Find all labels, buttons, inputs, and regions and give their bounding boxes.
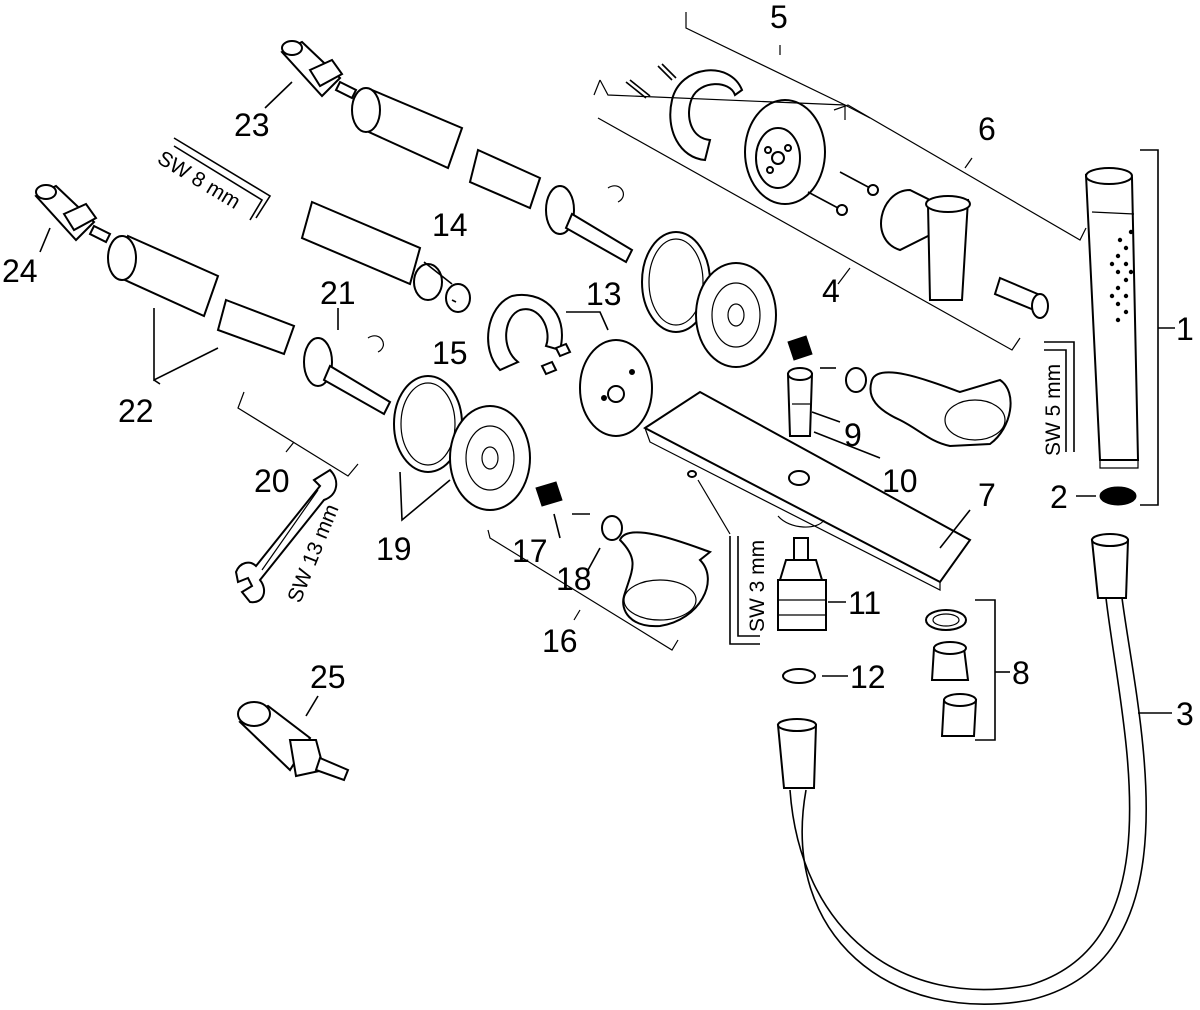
cover-rosette (744, 99, 826, 205)
callout-13: 13 (586, 276, 622, 312)
spout-plate (643, 390, 972, 591)
callout-12: 12 (850, 659, 886, 695)
lever-handle-lower (618, 531, 713, 628)
callout-2: 2 (1050, 479, 1068, 515)
o-ring-12 (782, 668, 816, 684)
callout-6: 6 (978, 111, 996, 147)
callout-8: 8 (1012, 655, 1030, 691)
callout-9: 9 (844, 417, 862, 453)
callout-7: 7 (978, 477, 996, 513)
shower-hose (776, 533, 1148, 1005)
wall-screws (807, 171, 879, 216)
hex-key-8mm-icon (173, 137, 272, 221)
hex-key-5mm-icon (1044, 341, 1075, 452)
callout-11: 11 (848, 585, 881, 621)
stop-valve-cartridge-lower (34, 184, 112, 244)
extension-sleeve-upper (351, 87, 542, 210)
callout-22: 22 (118, 393, 154, 429)
stop-valve-cartridge-upper (280, 40, 358, 100)
callout-19: 19 (376, 531, 412, 567)
shower-holder (880, 188, 971, 301)
hose-washer (1099, 486, 1137, 506)
grub-screws (625, 63, 677, 99)
tool-label-sw-13mm: SW 13 mm (283, 501, 343, 606)
top-cluster-brackets (593, 12, 1087, 351)
diverter-knob (786, 367, 814, 437)
extension-sleeve-lower (107, 234, 296, 356)
callout-23: 23 (234, 107, 270, 143)
hand-shower (1084, 167, 1140, 469)
clip-ring-13 (487, 294, 563, 372)
callout-16: 16 (542, 623, 578, 659)
callout-21: 21 (320, 275, 356, 311)
callout-15: 15 (432, 335, 468, 371)
lever-handle-right (869, 371, 1012, 448)
rosette-upper (695, 262, 777, 368)
leader-lines (39, 81, 971, 717)
callout-3: 3 (1176, 696, 1194, 732)
grub-screw-right (787, 335, 867, 393)
retaining-plate-13 (540, 339, 653, 437)
callout-4: 4 (822, 273, 840, 309)
callout-1: 1 (1176, 311, 1194, 347)
adapter-25 (237, 701, 350, 782)
holder-screw (993, 276, 1049, 319)
aerator-bracket (975, 599, 1010, 741)
callout-14: 14 (432, 207, 468, 243)
hand-shower-bracket-leader (1140, 149, 1175, 506)
callout-17: 17 (512, 533, 548, 569)
tool-label-sw-5mm: SW 5 mm (1042, 364, 1065, 456)
escutcheon-ring (669, 69, 744, 162)
callout-18: 18 (556, 561, 592, 597)
callout-20: 20 (254, 463, 290, 499)
callout-25: 25 (310, 659, 346, 695)
extension-sleeve-middle (300, 200, 471, 313)
wrench-13mm-icon (234, 468, 338, 604)
grub-screw-lower (535, 481, 623, 541)
callout-5: 5 (770, 0, 788, 35)
callout-labels: 1 2 3 4 5 6 7 8 9 10 11 12 13 14 15 16 1… (2, 0, 1194, 732)
aerator-set (925, 609, 978, 737)
hex-key-3mm-icon (729, 536, 760, 645)
rosette-lower (449, 405, 531, 511)
callout-24: 24 (2, 253, 38, 289)
callout-10: 10 (882, 463, 918, 499)
tool-label-sw-3mm: SW 3 mm (746, 540, 769, 632)
spindle-lower (303, 335, 392, 416)
spindle-upper (545, 185, 634, 264)
diverter-cartridge (777, 537, 827, 631)
